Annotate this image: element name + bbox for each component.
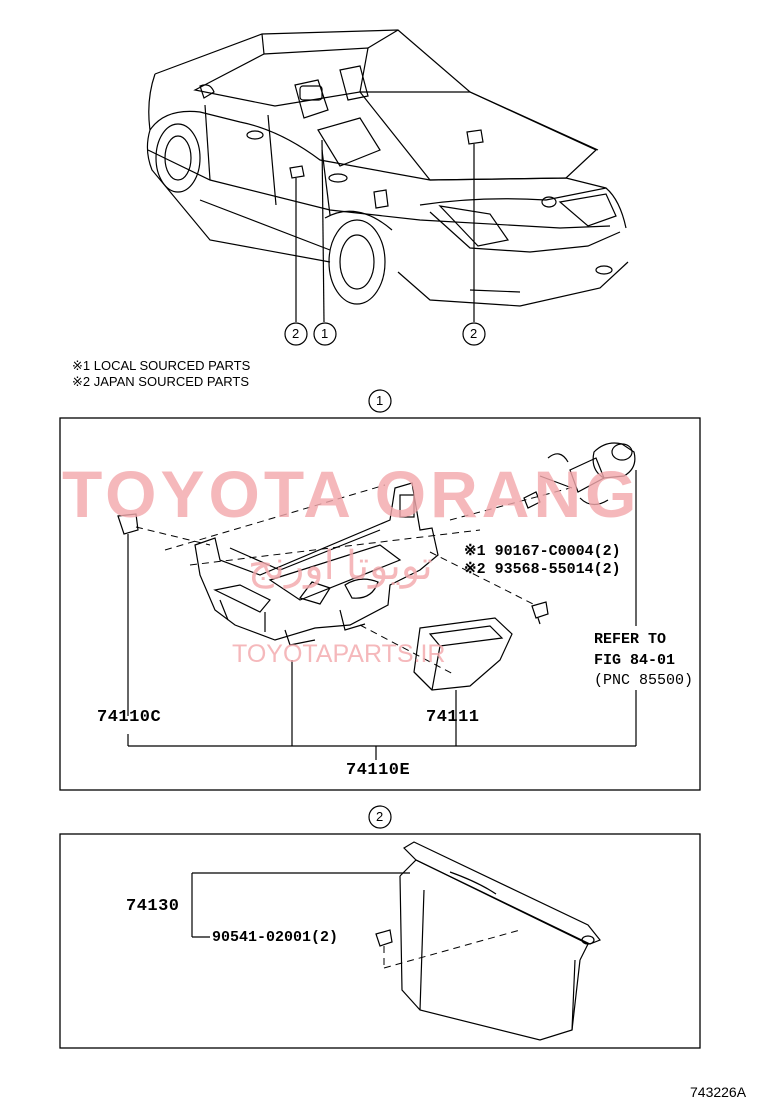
power-socket-assembly xyxy=(523,442,637,626)
callout-circle-2b xyxy=(462,322,486,346)
callout-circle-1a xyxy=(313,322,337,346)
refer-line-1: REFER TO xyxy=(594,631,667,648)
callout-circle-1b xyxy=(368,389,392,413)
fastener-part-number-2: ※2 93568-55014(2) xyxy=(464,561,621,578)
legend-note-japan: ※2 JAPAN SOURCED PARTS xyxy=(72,374,250,389)
section-1-frame xyxy=(59,417,701,791)
clip-part-number: 90541-02001(2) xyxy=(212,929,339,946)
section-2-frame xyxy=(59,833,701,1049)
storage-pocket-74130 xyxy=(399,841,601,1041)
callout-label-1a: 1 xyxy=(321,326,329,341)
watermark-arabic: تويوتا اورنج xyxy=(248,544,433,588)
part-number-74130: 74130 xyxy=(126,897,180,916)
section-2-number: 2 xyxy=(376,809,384,824)
callout-label-2b: 2 xyxy=(470,326,478,341)
fastener-part-number-1: ※1 90167-C0004(2) xyxy=(464,543,621,560)
refer-line-3: (PNC 85500) xyxy=(594,672,694,689)
watermark-title: TOYOTA ORANG xyxy=(62,457,641,531)
car-illustration xyxy=(146,29,629,323)
part-number-74111: 74111 xyxy=(426,708,480,727)
illustration-code: 743226A xyxy=(690,1084,747,1100)
callout-circle-2a xyxy=(284,322,308,346)
part-number-74110C: 74110C xyxy=(97,708,162,727)
storage-box-74111 xyxy=(413,617,513,691)
section-1-number: 1 xyxy=(376,393,384,408)
part-number-74110E: 74110E xyxy=(346,761,411,780)
watermark-url: TOYOTAPARTS.IR xyxy=(232,640,446,668)
refer-line-2: FIG 84-01 xyxy=(594,652,676,669)
callout-label-2a: 2 xyxy=(292,326,300,341)
callout-circle-2c xyxy=(368,805,392,829)
legend-note-local: ※1 LOCAL SOURCED PARTS xyxy=(72,358,251,373)
console-box-assembly xyxy=(194,482,439,646)
